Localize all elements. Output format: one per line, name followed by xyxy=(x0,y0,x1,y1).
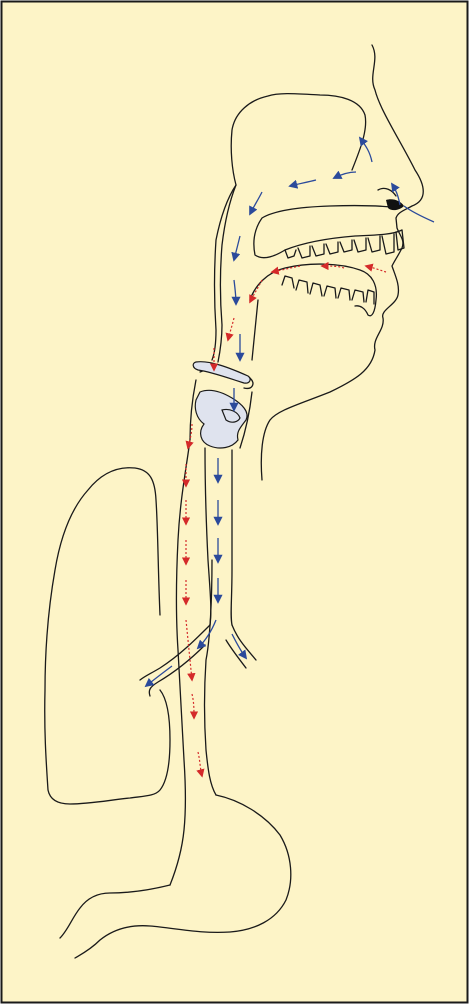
diagram-background xyxy=(2,2,468,1003)
anatomy-diagram xyxy=(0,0,470,1005)
